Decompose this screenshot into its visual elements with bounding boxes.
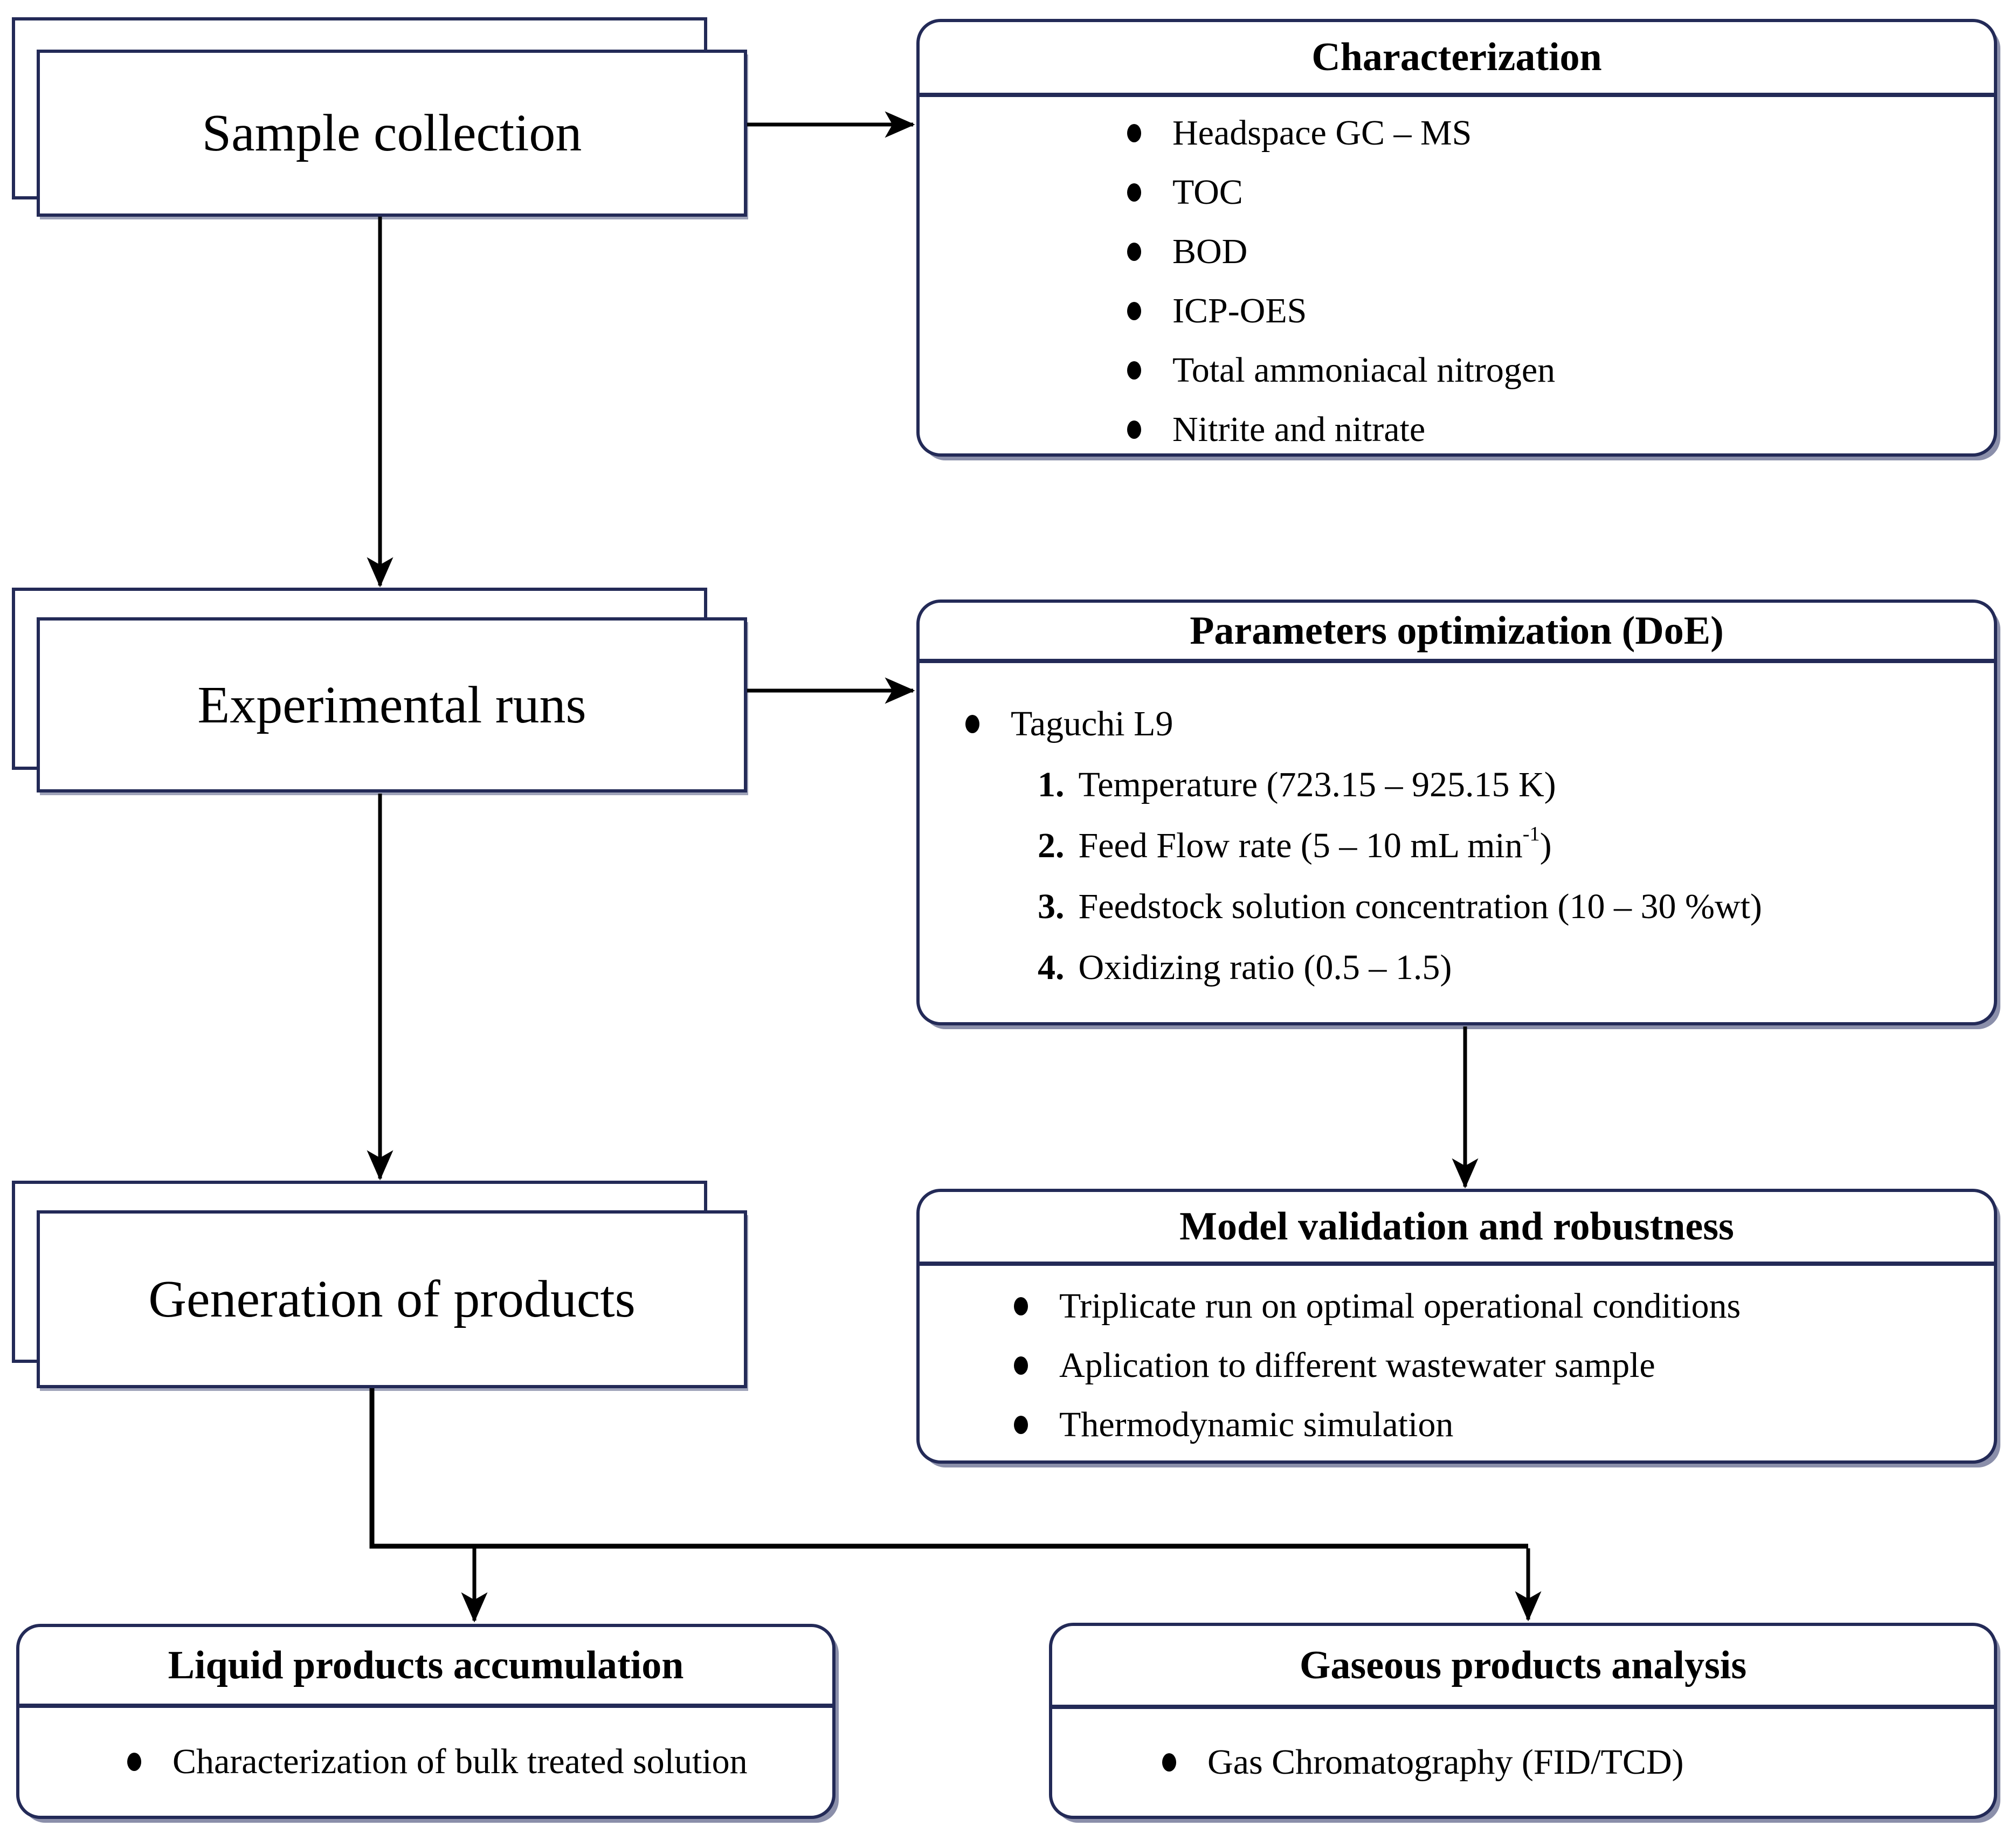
list-item-label: Nitrite and nitrate xyxy=(1172,410,1426,449)
list-item-label: Characterization of bulk treated solutio… xyxy=(172,1742,748,1781)
parameters-optimization-list: Taguchi L9 1. Temperature (723.15 – 925.… xyxy=(920,663,1994,1022)
list-item: BOD xyxy=(1127,222,1994,281)
characterization-title: Characterization xyxy=(920,22,1994,97)
item-number: 2. xyxy=(1038,825,1065,865)
parameters-optimization-box: Parameters optimization (DoE) Taguchi L9… xyxy=(916,599,1997,1025)
item-text: Feedstock solution concentration (10 – 3… xyxy=(1078,886,1762,926)
stage-label-generation-of-products: Generation of products xyxy=(148,1270,636,1328)
list-item-label: Gas Chromatography (FID/TCD) xyxy=(1207,1742,1684,1782)
list-item: Total ammoniacal nitrogen xyxy=(1127,341,1994,400)
item-number: 4. xyxy=(1038,947,1065,987)
gaseous-products-list: Gas Chromatography (FID/TCD) xyxy=(1052,1709,1994,1816)
characterization-list: Headspace GC – MS TOC BOD ICP-OES Total … xyxy=(920,97,1994,459)
list-item: Thermodynamic simulation xyxy=(1014,1395,1994,1455)
stage-label-sample-collection: Sample collection xyxy=(202,104,582,162)
list-item-label: ICP-OES xyxy=(1172,291,1307,330)
item-text: Temperature (723.15 – 925.15 K) xyxy=(1078,764,1556,804)
liquid-products-title: Liquid products accumulation xyxy=(19,1627,832,1708)
list-item-label: Total ammoniacal nitrogen xyxy=(1172,350,1556,390)
item-number: 3. xyxy=(1038,886,1065,926)
list-item-label: TOC xyxy=(1172,173,1243,212)
liquid-products-list: Characterization of bulk treated solutio… xyxy=(19,1708,832,1816)
bullet-icon xyxy=(1127,361,1141,380)
list-item: Aplication to different wastewater sampl… xyxy=(1014,1336,1994,1395)
bullet-icon xyxy=(1014,1416,1028,1434)
bullet-icon xyxy=(1162,1753,1176,1772)
numbered-item: 1. Temperature (723.15 – 925.15 K) xyxy=(965,754,1994,815)
experimental-runs-box: Experimental runs xyxy=(37,617,747,792)
list-item: Gas Chromatography (FID/TCD) xyxy=(1162,1742,1684,1783)
sample-collection-box: Sample collection xyxy=(37,50,747,217)
list-item-label: Headspace GC – MS xyxy=(1172,113,1472,153)
numbered-item: 2. Feed Flow rate (5 – 10 mL min -1 ) xyxy=(965,815,1994,876)
bullet-icon xyxy=(1127,183,1141,202)
bullet-icon xyxy=(1127,421,1141,439)
bullet-icon xyxy=(1127,243,1141,261)
list-item: Nitrite and nitrate xyxy=(1127,400,1994,459)
model-validation-title: Model validation and robustness xyxy=(920,1192,1994,1266)
item-superscript: -1 xyxy=(1522,823,1540,846)
list-item-label: BOD xyxy=(1172,232,1248,271)
generation-of-products-box: Generation of products xyxy=(37,1210,747,1388)
item-tail: ) xyxy=(1539,825,1552,865)
numbered-item: 3. Feedstock solution concentration (10 … xyxy=(965,876,1994,937)
bullet-icon xyxy=(1127,302,1141,320)
item-text: Oxidizing ratio (0.5 – 1.5) xyxy=(1078,947,1452,987)
item-text: Feed Flow rate (5 – 10 mL min xyxy=(1078,825,1523,865)
bullet-icon xyxy=(127,1753,141,1771)
list-item: TOC xyxy=(1127,163,1994,222)
gaseous-products-box: Gaseous products analysis Gas Chromatogr… xyxy=(1049,1623,1997,1819)
list-item: Headspace GC – MS xyxy=(1127,104,1994,163)
stage-label-experimental-runs: Experimental runs xyxy=(197,676,586,734)
item-number: 1. xyxy=(1038,764,1065,804)
liquid-products-box: Liquid products accumulation Characteriz… xyxy=(16,1624,836,1819)
parameters-optimization-title: Parameters optimization (DoE) xyxy=(920,603,1994,663)
list-item: Characterization of bulk treated solutio… xyxy=(127,1741,748,1782)
list-item-label: Taguchi L9 xyxy=(1011,704,1173,743)
numbered-item: 4. Oxidizing ratio (0.5 – 1.5) xyxy=(965,937,1994,998)
model-validation-list: Triplicate run on optimal operational co… xyxy=(920,1266,1994,1460)
bullet-icon xyxy=(965,714,979,733)
model-validation-box: Model validation and robustness Triplica… xyxy=(916,1189,1997,1464)
list-item-label: Thermodynamic simulation xyxy=(1059,1405,1454,1444)
list-item: Triplicate run on optimal operational co… xyxy=(1014,1277,1994,1336)
list-item-label: Aplication to different wastewater sampl… xyxy=(1059,1346,1655,1385)
bullet-icon xyxy=(1014,1297,1028,1315)
bullet-icon xyxy=(1127,124,1141,142)
list-item: Taguchi L9 xyxy=(965,693,1994,754)
bullet-icon xyxy=(1014,1356,1028,1375)
characterization-box: Characterization Headspace GC – MS TOC B… xyxy=(916,19,1997,457)
list-item: ICP-OES xyxy=(1127,281,1994,341)
gaseous-products-title: Gaseous products analysis xyxy=(1052,1626,1994,1709)
list-item-label: Triplicate run on optimal operational co… xyxy=(1059,1286,1741,1326)
